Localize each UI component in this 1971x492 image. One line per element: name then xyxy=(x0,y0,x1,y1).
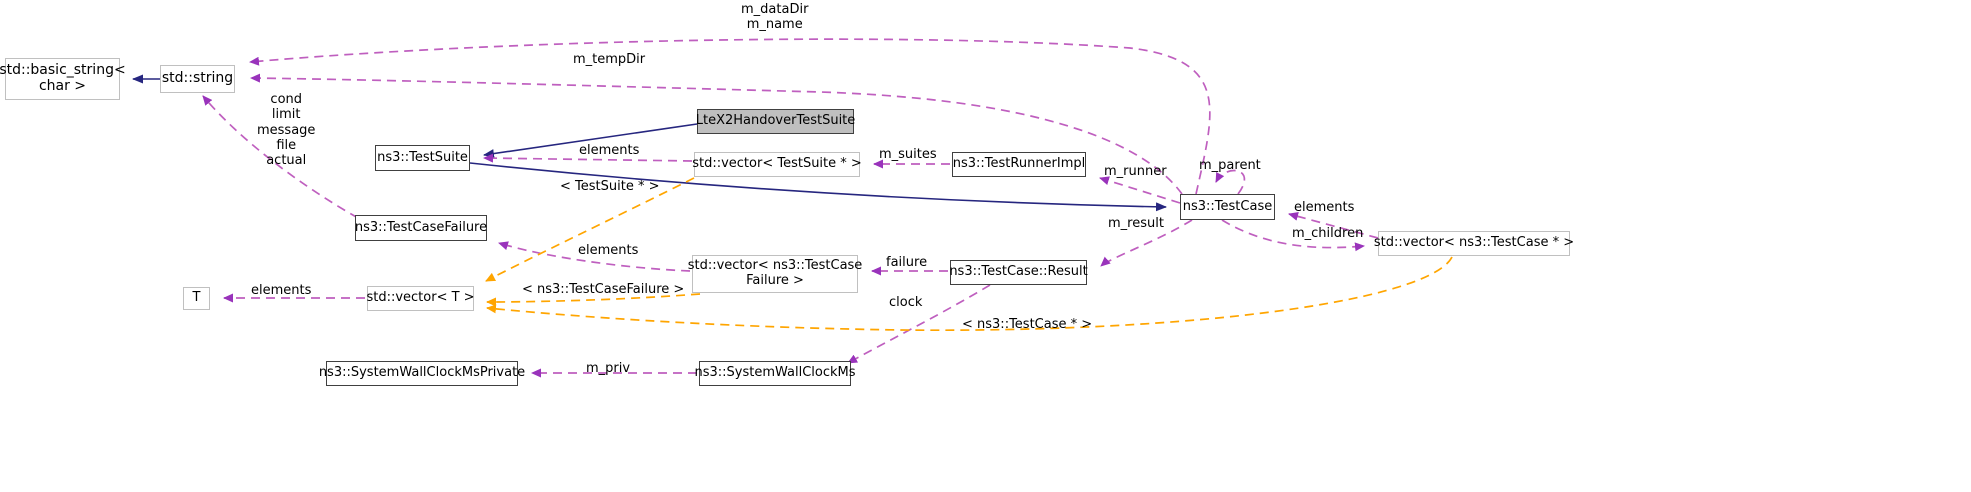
node-std-vector-testsuite-ptr[interactable]: std::vector< TestSuite * > xyxy=(692,152,862,177)
edge-testcase-self-parent xyxy=(1215,169,1246,195)
node-std-basic-string[interactable]: std::basic_string< char > xyxy=(0,58,126,100)
edge-vectorfailure-failure xyxy=(498,241,691,272)
edge-failure-string-fields xyxy=(202,95,359,219)
edge-vectorsuite-testsuite xyxy=(483,153,693,163)
node-ns3-testcasefailure[interactable]: ns3::TestCaseFailure xyxy=(355,215,487,241)
edge-testcase-result xyxy=(1100,219,1193,267)
edge-testcase-string-tempDir xyxy=(250,73,1183,195)
edge-vectort-vectorsuite xyxy=(485,177,695,282)
node-ns3-testcase[interactable]: ns3::TestCase xyxy=(1180,194,1275,220)
node-ns3-systemwallclockmsprivate[interactable]: ns3::SystemWallClockMsPrivate xyxy=(319,361,525,386)
edge-vectort-vectorfailure xyxy=(486,293,701,307)
edge-testcase-runner xyxy=(1099,176,1181,204)
edge-vectort-vectorcase xyxy=(486,256,1453,332)
node-ns3-testcase-result[interactable]: ns3::TestCase::Result xyxy=(949,260,1088,285)
inheritance-edges xyxy=(132,74,1167,212)
edge-testcase-string-dataDir xyxy=(249,38,1211,195)
node-std-vector-ns3-testcasefailure[interactable]: std::vector< ns3::TestCase Failure > xyxy=(688,255,862,293)
edge-result-wallclock xyxy=(847,284,991,364)
template-edges xyxy=(485,177,1453,332)
node-template-param-t[interactable]: T xyxy=(183,287,210,310)
node-ns3-systemwallclockms[interactable]: ns3::SystemWallClockMs xyxy=(694,361,856,386)
edge-testsuite-testcase xyxy=(469,162,1167,212)
edge-ltex2-testsuite xyxy=(483,123,698,159)
edge-vectorcase-testcase xyxy=(1288,211,1379,239)
node-ns3-testrunnerimpl[interactable]: ns3::TestRunnerImpl xyxy=(952,152,1086,177)
node-std-vector-ns3-testcase-ptr[interactable]: std::vector< ns3::TestCase * > xyxy=(1374,231,1574,256)
edge-testcase-vectorcase xyxy=(1221,219,1365,252)
usage-edges xyxy=(202,38,1379,378)
node-ns3-testsuite[interactable]: ns3::TestSuite xyxy=(375,145,470,171)
node-std-string[interactable]: std::string xyxy=(160,65,235,93)
node-std-vector-t[interactable]: std::vector< T > xyxy=(366,286,475,311)
node-ltex2handovertestsuite[interactable]: LteX2HandoverTestSuite xyxy=(696,109,855,134)
